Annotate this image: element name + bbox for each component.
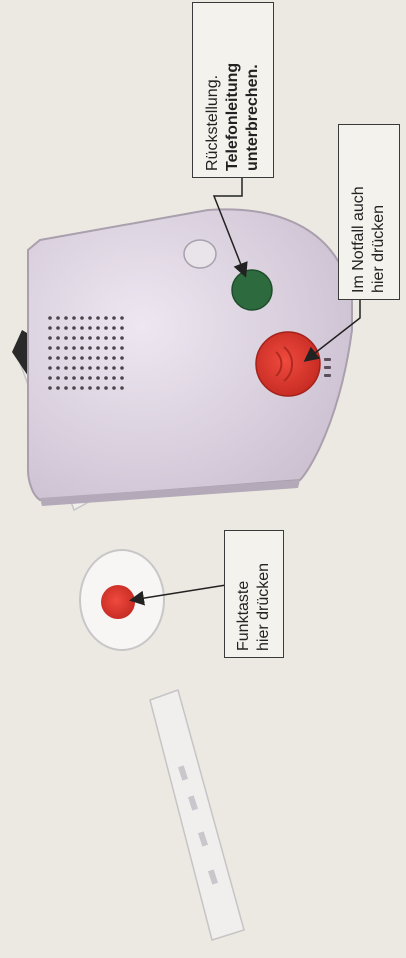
label-reset-line3: unterbrechen. <box>243 9 263 171</box>
label-reset-line1: Rückstellung. <box>203 9 223 171</box>
label-emergency-line2: hier drücken <box>369 131 389 293</box>
emergency-button <box>256 332 320 396</box>
led-indicators <box>324 358 331 377</box>
function-key-button <box>101 585 135 619</box>
label-reset-line2: Telefonleitung <box>223 9 243 171</box>
wristband-strap-lower <box>150 690 244 940</box>
label-emergency: Im Notfall auch hier drücken <box>338 124 400 300</box>
label-function-key: Funktaste hier drücken <box>224 530 284 658</box>
small-gray-button <box>184 240 216 268</box>
label-emergency-line1: Im Notfall auch <box>349 131 369 293</box>
label-function-key-line2: hier drücken <box>254 537 274 651</box>
reset-button <box>232 270 272 310</box>
base-station <box>28 209 352 506</box>
label-function-key-line1: Funktaste <box>234 537 254 651</box>
label-reset: Rückstellung. Telefonleitung unterbreche… <box>192 2 274 178</box>
